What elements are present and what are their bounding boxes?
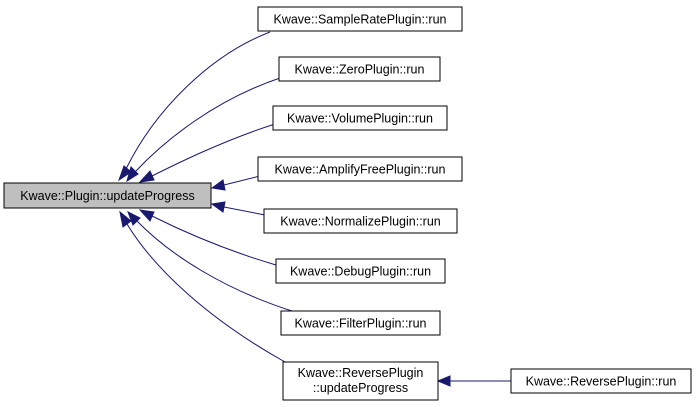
node-amplifyfreeplugin-run-label: Kwave::AmplifyFreePlugin::run xyxy=(275,163,446,177)
node-amplifyfreeplugin-run[interactable]: Kwave::AmplifyFreePlugin::run xyxy=(257,156,463,182)
node-plugin-updateprogress[interactable]: Kwave::Plugin::updateProgress xyxy=(3,182,212,209)
node-debugplugin-run[interactable]: Kwave::DebugPlugin::run xyxy=(275,258,446,284)
edge-zero-to-updateprogress xyxy=(126,77,281,183)
node-zeroplugin-run[interactable]: Kwave::ZeroPlugin::run xyxy=(278,56,441,82)
edge-reverse-update-to-updateprogress xyxy=(119,210,286,363)
edge-filter-to-updateprogress xyxy=(127,210,296,313)
node-zeroplugin-run-label: Kwave::ZeroPlugin::run xyxy=(295,63,425,77)
node-filterplugin-run-label: Kwave::FilterPlugin::run xyxy=(294,317,426,331)
node-reverseplugin-updateprogress-label-line2: ::updateProgress xyxy=(313,381,408,395)
node-sampleratepugin-run[interactable]: Kwave::SampleRatePlugin::run xyxy=(257,6,463,32)
edge-samplerate-to-updateprogress xyxy=(118,31,271,182)
node-reverseplugin-updateprogress-label-line1: Kwave::ReversePlugin xyxy=(298,366,424,380)
node-filterplugin-run[interactable]: Kwave::FilterPlugin::run xyxy=(280,310,441,336)
node-reverseplugin-updateprogress[interactable]: Kwave::ReversePlugin ::updateProgress xyxy=(282,361,439,401)
edge-debug-to-updateprogress xyxy=(138,209,277,266)
edge-normalize-to-updateprogress xyxy=(210,201,266,216)
edge-volume-to-updateprogress xyxy=(138,123,276,183)
edges xyxy=(118,31,511,387)
node-volumeplugin-run-label: Kwave::VolumePlugin::run xyxy=(287,112,433,126)
node-reverseplugin-run-label: Kwave::ReversePlugin::run xyxy=(526,375,677,389)
node-debugplugin-run-label: Kwave::DebugPlugin::run xyxy=(290,265,431,279)
node-normalizeplugin-run-label: Kwave::NormalizePlugin::run xyxy=(280,215,441,229)
node-volumeplugin-run[interactable]: Kwave::VolumePlugin::run xyxy=(272,105,448,131)
node-normalizeplugin-run[interactable]: Kwave::NormalizePlugin::run xyxy=(263,208,458,234)
edge-amplifyfree-to-updateprogress xyxy=(210,175,261,191)
node-reverseplugin-run[interactable]: Kwave::ReversePlugin::run xyxy=(510,368,692,394)
node-plugin-updateprogress-label: Kwave::Plugin::updateProgress xyxy=(20,189,194,203)
edge-reverse-run-to-reverse-update xyxy=(436,375,511,387)
node-sampleratepugin-run-label: Kwave::SampleRatePlugin::run xyxy=(273,13,446,27)
